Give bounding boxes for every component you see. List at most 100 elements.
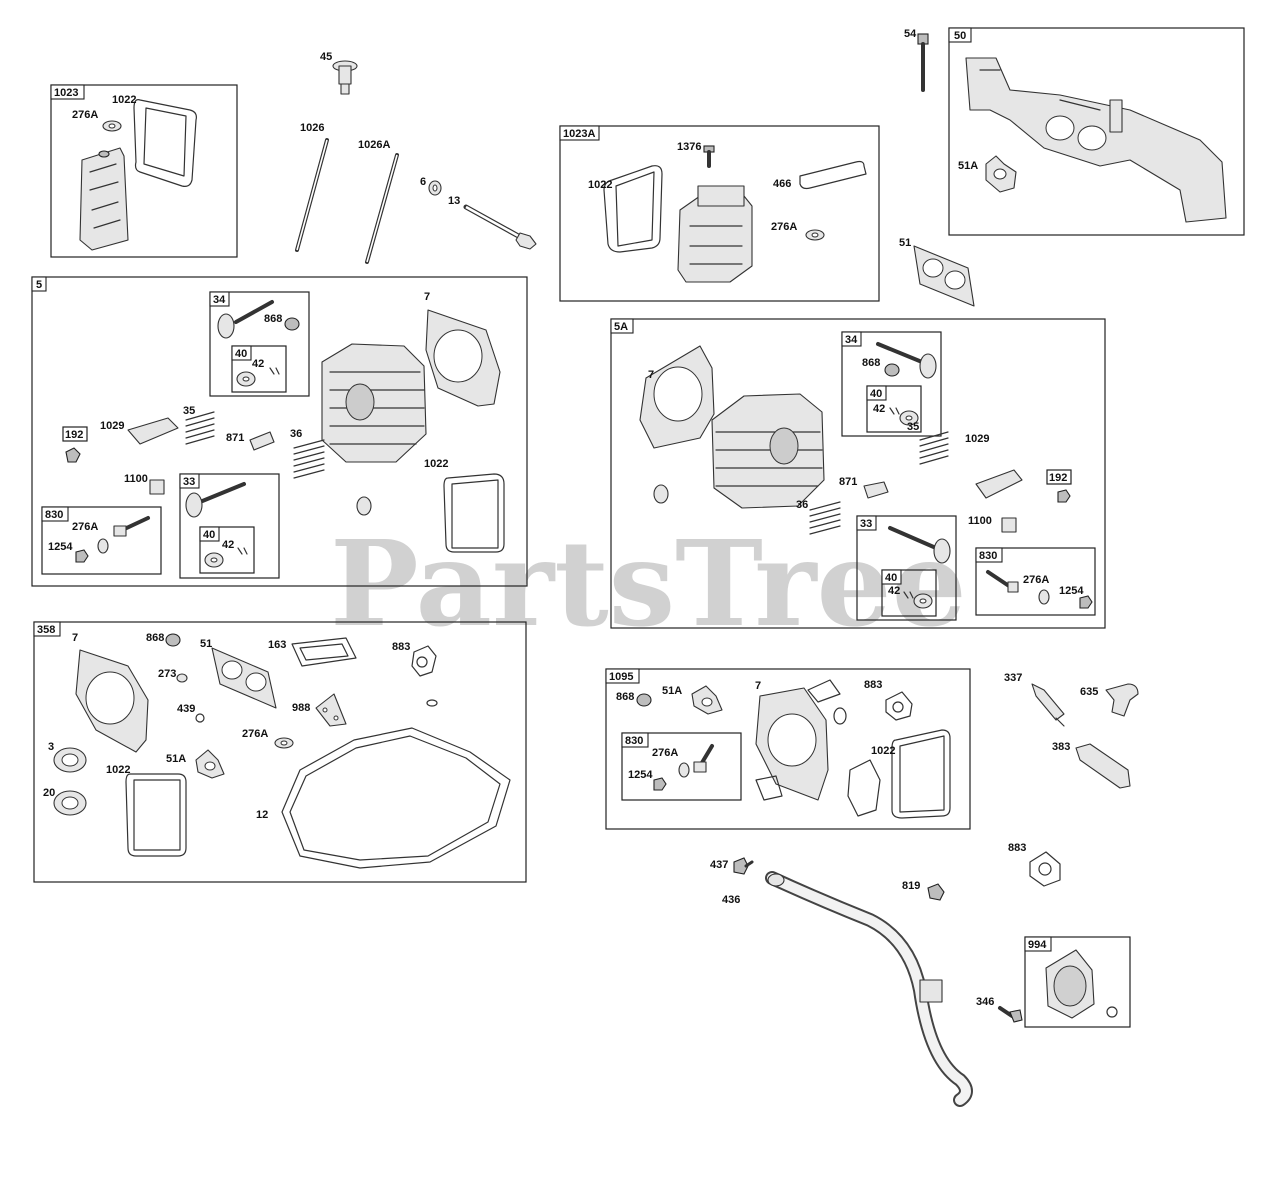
part-883-gasket-1095[interactable] <box>885 691 913 721</box>
part-small-washer-5[interactable] <box>356 496 372 516</box>
label-40-d: 40 <box>885 572 897 584</box>
tag-1023A <box>559 125 600 141</box>
part-36-spring-b[interactable] <box>809 501 841 535</box>
part-192-nut-b[interactable] <box>1057 489 1071 503</box>
part-383-terminal[interactable] <box>1075 743 1131 789</box>
part-871-pin-b[interactable] <box>863 481 889 499</box>
part-7-head-gasket-5A[interactable] <box>639 345 715 449</box>
part-1023A-valve-cover[interactable] <box>677 185 753 283</box>
part-5A-cylinder-head[interactable] <box>711 393 825 509</box>
part-1029-rocker-b[interactable] <box>975 469 1023 499</box>
part-40-retainer-a[interactable] <box>236 367 280 387</box>
part-mid-gasket-1095[interactable] <box>755 759 881 817</box>
part-883-gasket-right[interactable] <box>1029 851 1061 887</box>
part-868-seal-a[interactable] <box>284 317 300 331</box>
part-1026-pushrod[interactable] <box>295 138 329 252</box>
part-994-cover[interactable] <box>1045 949 1118 1019</box>
part-273-ring[interactable] <box>176 673 188 683</box>
part-7-head-gasket-1095[interactable] <box>755 687 829 801</box>
tag-40-c <box>866 385 887 401</box>
part-276A-830c[interactable] <box>678 762 690 778</box>
part-276A-1023A[interactable] <box>805 229 825 241</box>
part-51A-1095[interactable] <box>691 685 723 715</box>
box-358 <box>33 621 527 883</box>
part-small-washer-5A[interactable] <box>653 484 669 504</box>
part-346-bolt[interactable] <box>998 1006 1023 1023</box>
part-437-bolt[interactable] <box>733 857 754 875</box>
part-45-breather[interactable] <box>332 60 358 95</box>
part-34-valve-b[interactable] <box>876 342 937 379</box>
box-40-c <box>866 385 922 433</box>
label-1022-1095: 1022 <box>871 745 895 757</box>
part-868-seal-1095[interactable] <box>636 693 652 707</box>
part-1022-gasket-5[interactable] <box>443 473 505 553</box>
part-40-retainer-d[interactable] <box>903 591 933 609</box>
part-12-crankcase-gasket[interactable] <box>281 727 511 869</box>
part-13-bolt[interactable] <box>463 204 537 250</box>
part-3-seal[interactable] <box>53 747 87 773</box>
label-20: 20 <box>43 787 55 799</box>
label-51-358: 51 <box>200 638 212 650</box>
label-868-358: 868 <box>146 632 164 644</box>
label-883-1095: 883 <box>864 679 882 691</box>
part-1023A-gasket[interactable] <box>603 165 663 253</box>
part-1029-rocker-a[interactable] <box>127 417 179 445</box>
part-830-stud-a[interactable] <box>113 516 150 537</box>
part-868-seal-b[interactable] <box>884 363 900 377</box>
part-51A-50[interactable] <box>985 155 1017 193</box>
part-34-valve-a[interactable] <box>217 300 274 339</box>
part-40-retainer-c[interactable] <box>889 407 919 426</box>
part-7-head-gasket-358[interactable] <box>75 649 149 753</box>
part-830-stud-c[interactable] <box>693 744 714 773</box>
label-50: 50 <box>954 30 966 42</box>
part-1023-gasket[interactable] <box>133 99 197 187</box>
part-36-spring-a[interactable] <box>293 439 325 479</box>
part-6-washer[interactable] <box>428 180 442 196</box>
part-163-gasket[interactable] <box>291 637 357 667</box>
tag-994 <box>1024 936 1052 952</box>
part-1376-screw[interactable] <box>703 145 715 168</box>
label-988: 988 <box>292 702 310 714</box>
part-54-bolt[interactable] <box>917 33 929 92</box>
part-small-ring-358[interactable] <box>426 699 438 707</box>
part-7-head-gasket-5[interactable] <box>425 309 501 407</box>
part-276A-830a[interactable] <box>97 538 109 554</box>
part-830-stud-b[interactable] <box>986 570 1019 593</box>
part-871-pin-a[interactable] <box>249 431 275 451</box>
label-192-a: 192 <box>65 429 83 441</box>
part-635-boot[interactable] <box>1105 683 1139 717</box>
part-276A-1023[interactable] <box>102 120 122 132</box>
part-35-spring-a[interactable] <box>185 411 215 445</box>
part-51A-358[interactable] <box>195 749 225 779</box>
part-868-seal-358[interactable] <box>165 633 181 647</box>
part-1022-gasket-358[interactable] <box>125 773 187 857</box>
part-436-dipstick-tube[interactable] <box>765 871 973 1107</box>
part-40-retainer-b[interactable] <box>204 547 248 568</box>
part-1026A-pushrod[interactable] <box>365 153 399 264</box>
part-1022-gasket-1095[interactable] <box>891 729 951 819</box>
part-51-gasket[interactable] <box>913 245 975 307</box>
part-50-manifold[interactable] <box>965 57 1227 223</box>
part-small-gasket-1095[interactable] <box>807 679 847 725</box>
part-1100-guide-b[interactable] <box>1001 517 1017 533</box>
part-988-plate[interactable] <box>315 693 347 727</box>
part-337-spark-plug[interactable] <box>1031 683 1065 727</box>
part-33-valve-b[interactable] <box>888 526 951 564</box>
part-1254-bolt-a[interactable] <box>75 549 89 563</box>
part-819-bolt[interactable] <box>927 883 945 901</box>
part-439-ring[interactable] <box>195 713 205 723</box>
part-276A-830b[interactable] <box>1038 589 1050 605</box>
part-1254-bolt-c[interactable] <box>653 777 667 791</box>
part-466-seal[interactable] <box>799 160 867 190</box>
part-20-seal[interactable] <box>53 790 87 816</box>
part-192-nut-a[interactable] <box>65 447 81 463</box>
part-35-spring-b[interactable] <box>919 431 949 465</box>
part-5-cylinder-head[interactable] <box>321 343 427 463</box>
part-1254-bolt-b[interactable] <box>1079 595 1093 609</box>
part-276A-358[interactable] <box>274 737 294 749</box>
part-51-gasket-358[interactable] <box>211 647 277 709</box>
part-883-gasket-358[interactable] <box>411 645 437 677</box>
part-1023-valve-cover[interactable] <box>79 147 129 251</box>
part-1100-guide-a[interactable] <box>149 479 165 495</box>
part-33-valve-a[interactable] <box>185 482 246 518</box>
